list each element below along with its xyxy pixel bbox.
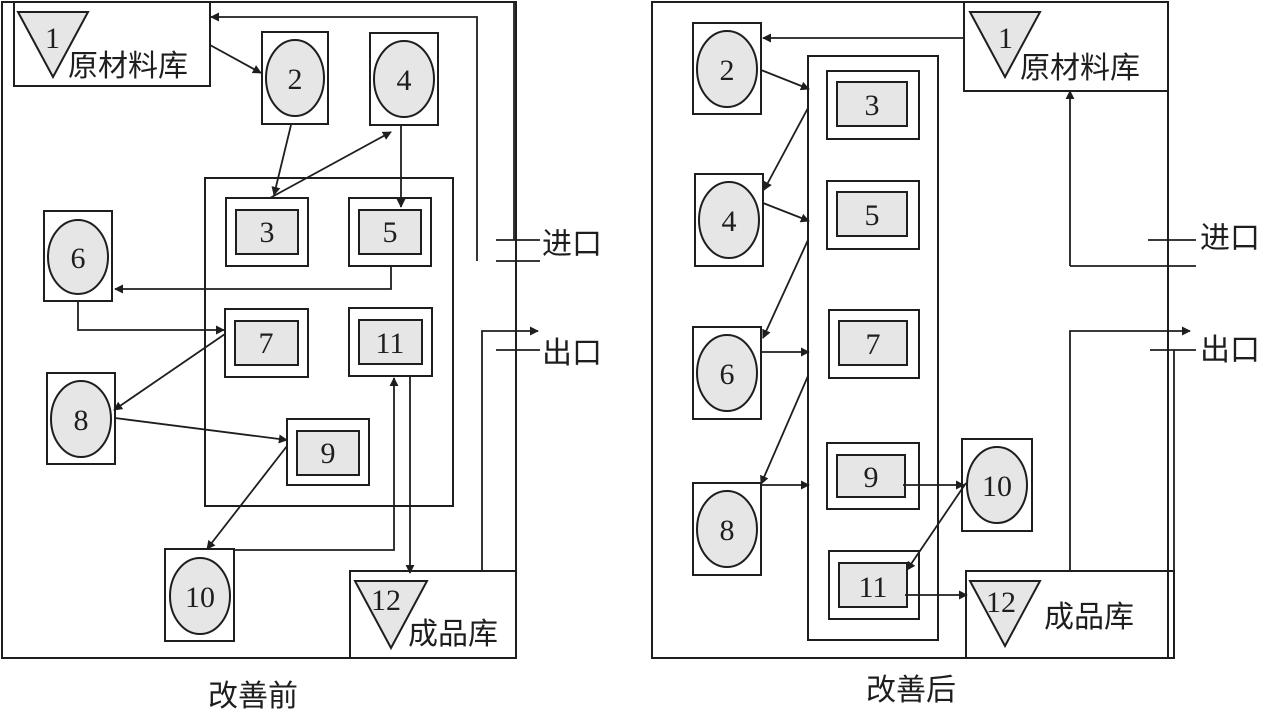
after-station-5-label: 5	[865, 199, 880, 232]
after-station-2: 2	[692, 22, 762, 115]
after-station-4-label: 4	[722, 205, 737, 238]
after-station-6-label: 6	[720, 358, 735, 391]
after-flow-lines	[760, 33, 1196, 600]
before-product-store-triangle	[353, 580, 429, 651]
after-station-6: 6	[692, 326, 762, 420]
before-station-6-label: 6	[71, 242, 86, 275]
after-station-2-label: 2	[720, 54, 735, 87]
after-product-store: 12 成品库	[965, 570, 1175, 659]
after-station-9-label: 9	[864, 461, 879, 494]
after-raw-store-triangle	[968, 11, 1042, 80]
after-station-8-label: 8	[720, 514, 735, 547]
after-raw-store-label: 原材料库	[1020, 51, 1140, 86]
after-exit-label: 出口	[1200, 333, 1260, 368]
before-station-6: 6	[43, 210, 113, 302]
before-station-10-label: 10	[185, 581, 215, 614]
after-station-10: 10	[961, 438, 1033, 532]
before-station-9: 9	[286, 418, 370, 486]
before-product-store: 12 成品库	[349, 570, 517, 659]
before-station-11-label: 11	[376, 327, 405, 360]
before-station-4: 4	[369, 32, 439, 126]
after-station-10-label: 10	[982, 470, 1012, 503]
after-station-11-label: 11	[859, 571, 888, 604]
before-station-11: 11	[348, 307, 433, 377]
after-product-store-label: 成品库	[1044, 600, 1134, 635]
before-station-7: 7	[224, 308, 309, 378]
after-raw-store: 1 原材料库	[963, 1, 1169, 92]
after-entry-label: 进口	[1200, 221, 1260, 256]
after-product-store-triangle	[968, 580, 1042, 649]
after-raw-store-number: 1	[998, 22, 1013, 55]
before-station-3: 3	[225, 197, 309, 267]
before-station-9-label: 9	[321, 437, 336, 470]
before-product-store-label: 成品库	[408, 617, 498, 652]
before-entry-label: 进口	[542, 227, 602, 262]
after-station-11: 11	[828, 550, 920, 620]
after-station-3: 3	[826, 70, 920, 140]
after-station-8: 8	[692, 482, 762, 576]
before-station-10: 10	[164, 548, 235, 642]
before-raw-store-triangle	[16, 11, 90, 80]
after-layout: 1 原材料库 2 4 6 8 3	[651, 1, 1260, 708]
before-flow-lines	[77, 3, 540, 574]
after-station-7-label: 7	[866, 328, 881, 361]
after-station-9: 9	[826, 442, 920, 510]
before-caption: 改善前	[208, 679, 298, 712]
before-station-8-label: 8	[74, 404, 89, 437]
after-station-4: 4	[694, 173, 764, 267]
before-factory-boundary	[1, 1, 517, 659]
before-station-2: 2	[261, 31, 329, 125]
before-station-2-label: 2	[288, 63, 303, 96]
before-central-zone	[204, 177, 454, 507]
before-raw-store-number: 1	[45, 22, 60, 55]
after-caption: 改善后	[866, 673, 956, 708]
after-station-7: 7	[828, 309, 920, 379]
before-raw-store-label: 原材料库	[68, 49, 188, 84]
before-station-7-label: 7	[259, 327, 274, 360]
before-product-store-number: 12	[371, 584, 401, 617]
before-exit-label: 出口	[542, 336, 602, 371]
before-layout: 1 原材料库 2 4 3 5 6	[1, 1, 602, 712]
before-station-4-label: 4	[397, 64, 412, 97]
after-station-3-label: 3	[865, 89, 880, 122]
before-station-3-label: 3	[260, 216, 275, 249]
after-product-store-number: 12	[986, 586, 1016, 619]
before-station-5: 5	[348, 197, 432, 267]
after-factory-boundary	[651, 1, 1169, 659]
before-station-5-label: 5	[383, 216, 398, 249]
after-station-5: 5	[826, 180, 920, 250]
before-raw-store: 1 原材料库	[13, 1, 211, 87]
before-station-8: 8	[46, 372, 116, 465]
